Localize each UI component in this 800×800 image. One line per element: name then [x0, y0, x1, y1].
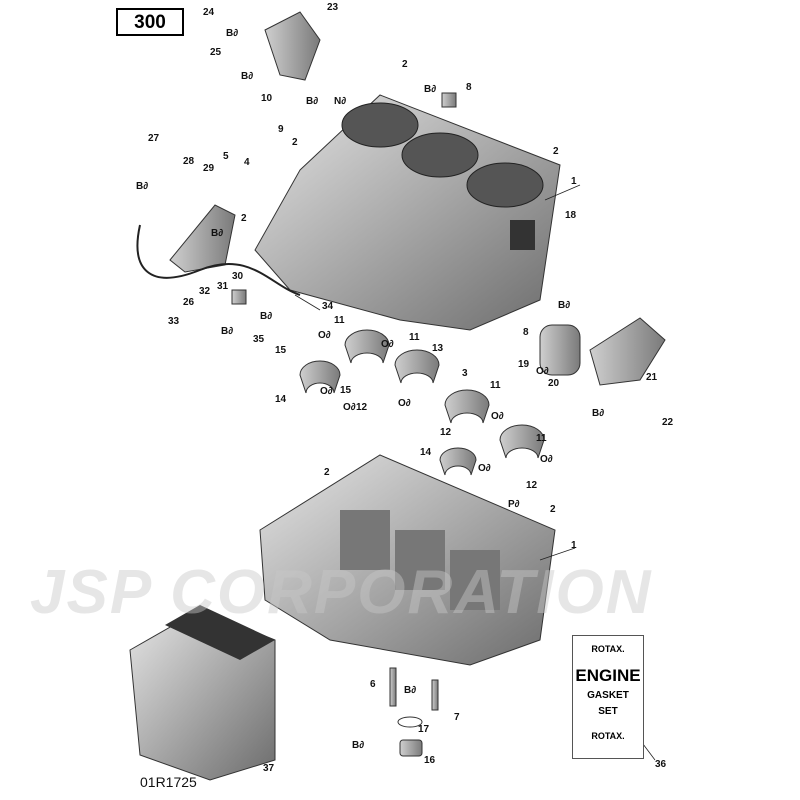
lubricant-symbol: O∂	[343, 402, 356, 413]
callout-number: 1	[571, 540, 577, 551]
lubricant-symbol: B∂	[136, 181, 149, 192]
lubricant-symbol: B∂	[424, 84, 437, 95]
callout-number: 23	[327, 2, 339, 13]
callout-number: 24	[203, 7, 215, 18]
engine-thumbnail	[129, 605, 276, 781]
callout-number: 2	[292, 137, 298, 148]
callout-number: 14	[420, 447, 432, 458]
bearing-shells	[299, 329, 545, 476]
callout-number: 2	[553, 146, 559, 157]
callout-number: 10	[261, 93, 273, 104]
callout-number: 35	[253, 334, 265, 345]
callout-number: 32	[199, 286, 211, 297]
kit-brand-top: ROTAX.	[591, 644, 625, 654]
engine-gasket-set-kit: ROTAX. ENGINE GASKET SET ROTAX.	[572, 635, 644, 759]
callout-number: 9	[278, 124, 284, 135]
callout-number: 26	[183, 297, 195, 308]
callout-number: 20	[548, 378, 560, 389]
callout-number: 8	[523, 327, 529, 338]
kit-line2: SET	[598, 706, 618, 717]
lubricant-symbol: P∂	[508, 499, 520, 510]
lubricant-symbol: B∂	[306, 96, 319, 107]
reference-code: 01R1725	[140, 774, 197, 790]
lubricant-symbol: B∂	[592, 408, 605, 419]
callout-number: 29	[203, 163, 215, 174]
callout-number: 2	[324, 467, 330, 478]
lubricant-symbol: O∂	[536, 366, 549, 377]
lubricant-symbol: O∂	[491, 411, 504, 422]
upper-crankcase	[254, 94, 561, 331]
callout-number: 17	[418, 724, 430, 735]
callout-number: 12	[356, 402, 368, 413]
callout-number: 25	[210, 47, 222, 58]
sensor-cable	[136, 224, 301, 296]
callout-number: 28	[183, 156, 195, 167]
page-number-box: 300	[116, 8, 184, 36]
callout-number: 36	[655, 759, 667, 770]
lubricant-symbol: O∂	[478, 463, 491, 474]
kit-line1: GASKET	[587, 690, 629, 701]
lubricant-symbol: O∂	[381, 339, 394, 350]
lubricant-symbol: O∂	[540, 454, 553, 465]
lubricant-symbol: B∂	[221, 326, 234, 337]
lubricant-symbol: B∂	[352, 740, 365, 751]
callout-number: 21	[646, 372, 658, 383]
callout-number: 34	[322, 301, 334, 312]
callout-number: 8	[466, 82, 472, 93]
callout-number: 31	[217, 281, 229, 292]
kit-brand-bottom: ROTAX.	[591, 731, 625, 741]
lower-crankcase	[259, 454, 556, 666]
callout-number: 15	[275, 345, 287, 356]
callout-number: 2	[550, 504, 556, 515]
callout-number: 1	[571, 176, 577, 187]
callout-number: 4	[244, 157, 250, 168]
callout-number: 33	[168, 316, 180, 327]
callout-number: 13	[432, 343, 444, 354]
callout-number: 6	[370, 679, 376, 690]
callout-number: 30	[232, 271, 244, 282]
brackets	[169, 11, 666, 757]
callout-number: 11	[536, 433, 547, 444]
callout-number: 7	[454, 712, 460, 723]
callout-number: 11	[334, 315, 345, 326]
lubricant-symbol: N∂	[334, 96, 347, 107]
callout-number: 5	[223, 151, 229, 162]
lubricant-symbol: B∂	[211, 228, 224, 239]
callout-number: 12	[526, 480, 538, 491]
callout-number: 2	[241, 213, 247, 224]
callout-number: 11	[490, 380, 501, 391]
kit-title: ENGINE	[575, 666, 641, 685]
callout-number: 3	[462, 368, 468, 379]
lubricant-symbol: O∂	[398, 398, 411, 409]
leader-lines	[294, 184, 656, 761]
lubricant-symbol: B∂	[404, 685, 417, 696]
lubricant-symbol: O∂	[320, 386, 333, 397]
lubricant-symbol: B∂	[226, 28, 239, 39]
callout-number: 18	[565, 210, 577, 221]
callout-number: 22	[662, 417, 674, 428]
callout-number: 14	[275, 394, 287, 405]
lubricant-symbol: O∂	[318, 330, 331, 341]
callout-number: 27	[148, 133, 160, 144]
callout-number: 11	[409, 332, 420, 343]
lubricant-symbol: B∂	[241, 71, 254, 82]
callout-number: 37	[263, 763, 275, 774]
callout-number: 2	[402, 59, 408, 70]
callout-number: 15	[340, 385, 352, 396]
lubricant-symbol: B∂	[558, 300, 571, 311]
lubricant-symbol: B∂	[260, 311, 273, 322]
callout-number: 16	[424, 755, 436, 766]
watermark: JSP CORPORATION	[30, 558, 653, 627]
callout-number: 12	[440, 427, 452, 438]
callout-number: 19	[518, 359, 530, 370]
